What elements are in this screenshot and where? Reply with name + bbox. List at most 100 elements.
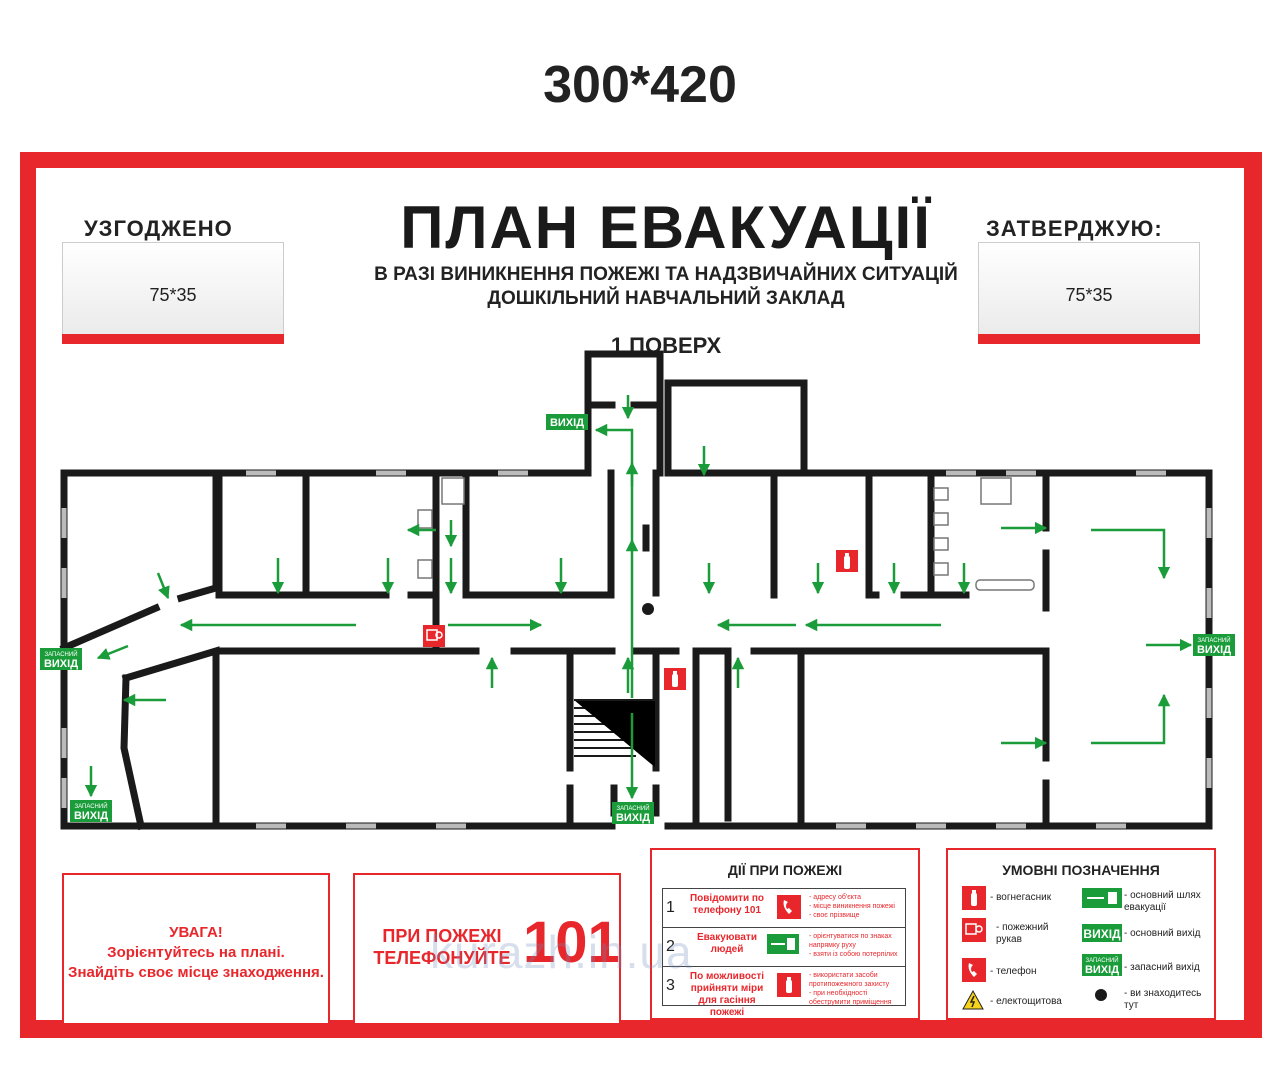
legend-main-exit: - основний вихід — [1124, 928, 1201, 939]
evacuation-path-icon — [767, 934, 799, 954]
agreed-heading: УЗГОДЖЕНО — [84, 216, 233, 241]
extinguisher-icon — [777, 973, 801, 997]
spare-exit-text: ВИХІД — [616, 812, 650, 824]
extinguisher-icon — [664, 668, 686, 690]
subtitle-line-2: ДОШКІЛЬНИЙ НАВЧАЛЬНИЙ ЗАКЛАД — [487, 288, 845, 309]
evacuation-path-icon — [1082, 888, 1122, 908]
action-detail: - взяти із собою потерпілих — [809, 951, 898, 958]
warning-box: УВАГА! Зорієнтуйтесь на плані. Знайдіть … — [62, 873, 330, 1025]
poster-inner: УЗГОДЖЕНО 75*35 ЗАТВЕРДЖУЮ: 75*35 ПЛАН Е… — [36, 168, 1244, 1025]
legend-heading: УМОВНІ ПОЗНАЧЕННЯ — [1002, 862, 1160, 878]
extinguisher-icon — [836, 550, 858, 572]
fire-actions-box: ДІЇ ПРИ ПОЖЕЖІ 1 Повідомити по телефону … — [650, 848, 920, 1020]
warning-line-3: Знайдіть своє місце знаходження. — [68, 964, 324, 981]
legend-phone: - телефон — [990, 966, 1037, 977]
cabinet-fixture — [980, 477, 1012, 505]
action-details: - використати засоби протипожежного захи… — [809, 971, 905, 1007]
toilet-fixture — [417, 559, 433, 579]
warning-line-1: УВАГА! — [169, 924, 223, 941]
toilet-fixture — [933, 537, 949, 551]
agreed-stamp-size: 75*35 — [149, 285, 197, 305]
spare-exit-sign: ЗАПАСНИЙ ВИХІД — [70, 800, 112, 822]
evacuation-arrows — [84, 395, 1193, 800]
legend-hose: - пожежний рукав — [996, 922, 1049, 945]
spare-exit-small-text: ЗАПАСНИЙ — [1197, 636, 1230, 644]
watermark: kurazh.in.ua — [430, 926, 693, 978]
spare-exit-small-text: ЗАПАСНИЙ — [616, 804, 649, 812]
legend-exit-sign-text: ВИХІД — [1083, 927, 1121, 941]
legend-spare-text: ВИХІД — [1085, 964, 1119, 976]
action-detail: - своє прізвище — [809, 912, 860, 919]
phone-box: ПРИ ПОЖЕЖІ ТЕЛЕФОНУЙТЕ 101 — [353, 873, 621, 1025]
stairs — [574, 699, 657, 768]
subtitle-line-1: В РАЗІ ВИНИКНЕННЯ ПОЖЕЖІ ТА НАДЗВИЧАЙНИХ… — [374, 264, 958, 285]
size-label: 300*420 — [543, 56, 737, 114]
spare-exit-text: ВИХІД — [44, 658, 78, 670]
fire-hose-icon — [423, 625, 445, 647]
spare-exit-text: ВИХІД — [74, 810, 108, 822]
action-number: 2 — [666, 938, 675, 955]
exit-sign-text: ВИХІД — [550, 417, 584, 429]
plan-subtitle: В РАЗІ ВИНИКНЕННЯ ПОЖЕЖІ ТА НАДЗВИЧАЙНИХ… — [286, 263, 1046, 311]
plan-title: ПЛАН ЕВАКУАЦІЇ — [400, 194, 932, 261]
fire-action-row: 1 Повідомити по телефону 101 - адресу об… — [663, 889, 905, 928]
legend-spare-exit: - запасний вихід — [1124, 962, 1200, 973]
legend-electric: - електощитова — [990, 996, 1062, 1007]
you-are-here-icon — [1095, 989, 1107, 1001]
bench-fixture — [975, 579, 1035, 591]
evacuation-arrow — [156, 572, 170, 600]
agreed-stamp-bar — [62, 334, 284, 344]
sanitary-fixtures — [417, 477, 1035, 591]
fire-hose-icon — [962, 918, 986, 942]
fire-action-row: 3 По можливості прийняти міри для гасінн… — [663, 967, 905, 1018]
legend-spare-small-text: ЗАПАСНИЙ — [1085, 956, 1118, 964]
windows — [61, 470, 1212, 829]
spare-exit-sign: ЗАПАСНИЙ ВИХІД — [1193, 634, 1235, 656]
phone-icon — [962, 958, 986, 982]
action-detail: - використати засоби протипожежного захи… — [809, 972, 890, 988]
agreed-stamp: 75*35 — [62, 242, 284, 344]
warning-line-2: Зорієнтуйтесь на плані. — [107, 944, 285, 961]
approved-heading: ЗАТВЕРДЖУЮ: — [986, 216, 1163, 241]
spare-exit-small-text: ЗАПАСНИЙ — [74, 802, 107, 810]
you-are-here-marker — [642, 603, 654, 615]
action-detail: - при необхідності обеструмити приміщенн… — [809, 990, 892, 1006]
phone-line-2: ТЕЛЕФОНУЙТЕ — [373, 948, 511, 968]
action-details: - адресу об'єкта - місце виникнення поже… — [809, 893, 905, 920]
fire-action-row: 2 Евакуювати людей - орієнтуватися по зн… — [663, 928, 905, 967]
electric-panel-icon — [962, 990, 984, 1010]
legend-you-are-here: - ви знаходитесь тут — [1124, 988, 1202, 1011]
spare-exit-sign: ЗАПАСНИЙ ВИХІД — [612, 802, 654, 824]
spare-exit-small-text: ЗАПАСНИЙ — [44, 650, 77, 658]
main-exit-icon: ВИХІД — [1082, 924, 1122, 942]
approved-stamp: 75*35 — [978, 242, 1200, 344]
spare-exit-text: ВИХІД — [1197, 644, 1231, 656]
action-detail: - місце виникнення пожежі — [809, 903, 895, 910]
phone-line-1: ПРИ ПОЖЕЖІ — [382, 926, 502, 946]
phone-icon — [777, 895, 801, 919]
building-walls — [59, 350, 1213, 831]
toilet-fixture — [933, 562, 949, 576]
evacuation-arrow — [1091, 528, 1171, 580]
phone-box-text: ПРИ ПОЖЕЖІ ТЕЛЕФОНУЙТЕ — [367, 925, 517, 969]
evacuation-arrow — [1091, 693, 1171, 745]
spare-exit-sign: ЗАПАСНИЙ ВИХІД — [40, 648, 82, 670]
phone-number: 101 — [523, 910, 620, 975]
approved-stamp-size: 75*35 — [1065, 285, 1113, 305]
toilet-fixture — [417, 509, 433, 529]
action-label: По можливості прийняти міри для гасіння … — [689, 971, 765, 1018]
action-number: 1 — [666, 899, 675, 916]
toilet-fixture — [933, 512, 949, 526]
action-detail: - орієнтуватися по знаках напрямку руху — [809, 933, 892, 949]
legend-extinguisher: - вогнегасник — [990, 892, 1052, 903]
extinguisher-icon — [962, 886, 986, 910]
fire-actions-table: 1 Повідомити по телефону 101 - адресу об… — [662, 888, 906, 1018]
action-detail: - адресу об'єкта — [809, 894, 861, 901]
floor-plan: ВИХІД ЗАПАСНИЙ ВИХІД ЗАПАСНИЙ ВИХІД ЗАПА… — [40, 350, 1235, 831]
evacuation-plan-poster: УЗГОДЖЕНО 75*35 ЗАТВЕРДЖУЮ: 75*35 ПЛАН Е… — [20, 152, 1262, 1038]
exit-sign-main: ВИХІД — [546, 414, 588, 430]
fire-actions-heading: ДІЇ ПРИ ПОЖЕЖІ — [727, 862, 843, 878]
evacuation-arrow — [96, 644, 129, 660]
action-details: - орієнтуватися по знаках напрямку руху … — [809, 932, 905, 959]
